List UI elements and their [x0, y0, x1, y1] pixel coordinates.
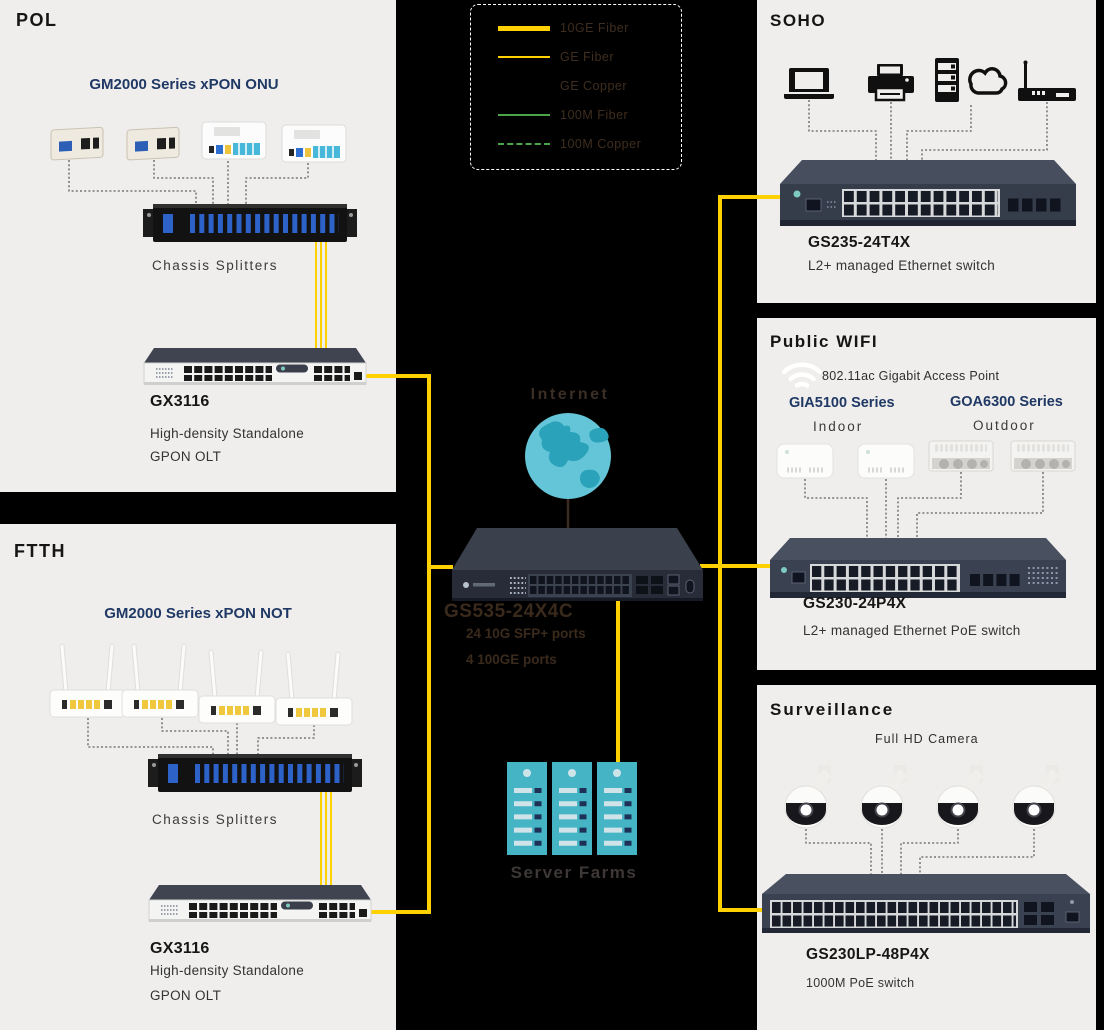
ftth-chassis-splitter-device [148, 754, 362, 792]
surveillance-switch-desc: 1000M PoE switch [806, 976, 915, 990]
ftth-ont-device [49, 643, 127, 718]
ftth-title: FTTH [14, 541, 66, 561]
ftth-gx3116-olt-device [149, 885, 371, 922]
surveillance-switch-model: GS230LP-48P4X [806, 946, 930, 963]
wifi-signal-icon [784, 365, 820, 386]
public-wifi-title: Public WIFI [770, 332, 879, 351]
soho-panel [757, 0, 1096, 303]
wireless-router-icon [1018, 60, 1076, 101]
pol-olt-desc-2: GPON OLT [150, 449, 222, 464]
soho-switch-model: GS235-24T4X [808, 234, 911, 251]
splitter-fiber-lines [315, 242, 332, 891]
wifi-switch-model: GS230-24P4X [803, 595, 907, 612]
soho-gs235-switch-device [780, 160, 1076, 226]
ftth-olt-desc-1: High-density Standalone [150, 963, 304, 978]
core-switch-model: GS535-24X4C [444, 601, 574, 622]
pol-onu-device [126, 126, 180, 161]
pol-onu-device [50, 126, 104, 161]
pol-onu-router-device [201, 121, 267, 160]
wifi-indoor-label: Indoor [813, 419, 864, 434]
wifi-switch-desc: L2+ managed Ethernet PoE switch [803, 623, 1021, 638]
legend-label: GE Copper [560, 79, 628, 93]
pol-chassis-splitter-device [143, 204, 357, 242]
server-tower [507, 762, 547, 855]
pol-splitter-label: Chassis Splitters [152, 258, 279, 273]
pol-series-label: GM2000 Series xPON ONU [89, 76, 279, 93]
legend-line-100m-copper [498, 143, 550, 145]
outdoor-access-point-device [929, 441, 993, 471]
server-tower [552, 762, 592, 855]
ftth-ont-device [121, 643, 199, 718]
legend-box: 10GE Fiber GE Fiber GE Copper 100M Fiber… [470, 4, 682, 170]
surveillance-dotted-connections [805, 829, 1035, 888]
wifi-ap-note: 802.11ac Gigabit Access Point [822, 369, 1000, 383]
wifi-outdoor-label: Outdoor [973, 418, 1036, 433]
ptz-camera-device [936, 764, 984, 829]
legend-line-10ge-fiber [498, 25, 550, 31]
legend-item-ge-copper: GE Copper [498, 75, 627, 97]
ptz-camera-device [860, 764, 908, 829]
indoor-access-point-device [777, 444, 833, 478]
indoor-access-point-device [858, 444, 914, 478]
wifi-indoor-series: GIA5100 Series [789, 395, 895, 411]
legend-label: GE Fiber [560, 50, 615, 64]
legend-label: 10GE Fiber [560, 21, 629, 35]
legend-item-ge-fiber: GE Fiber [498, 46, 614, 68]
wifi-gs230-switch-device [770, 538, 1066, 598]
legend-item-10ge-fiber: 10GE Fiber [498, 17, 629, 39]
pol-onu-router-device [281, 124, 347, 163]
internet-label: Internet [530, 386, 610, 403]
surveillance-title: Surveillance [770, 700, 895, 719]
pol-olt-model: GX3116 [150, 393, 210, 410]
ftth-series-label: GM2000 Series xPON NOT [104, 605, 292, 622]
pol-panel [0, 0, 396, 492]
ftth-olt-desc-2: GPON OLT [150, 988, 222, 1003]
pol-olt-desc-1: High-density Standalone [150, 426, 304, 441]
ftth-ont-device [198, 649, 276, 724]
pol-dotted-connections [68, 160, 309, 212]
soho-switch-desc: L2+ managed Ethernet switch [808, 258, 996, 273]
ftth-olt-model: GX3116 [150, 940, 210, 957]
pol-gx3116-olt-device [144, 348, 366, 385]
outdoor-access-point-device [1011, 441, 1075, 471]
legend-label: 100M Copper [560, 137, 642, 151]
wifi-outdoor-series: GOA6300 Series [950, 394, 1063, 410]
legend-label: 100M Fiber [560, 108, 629, 122]
legend-line-100m-fiber [498, 114, 550, 116]
legend-item-100m-copper: 100M Copper [498, 133, 641, 155]
legend-item-100m-fiber: 100M Fiber [498, 104, 628, 126]
laptop-icon [784, 68, 834, 99]
core-switch-spec-2: 4 100GE ports [466, 652, 557, 667]
server-tower [597, 762, 637, 855]
wifi-dotted-connections [804, 472, 1044, 552]
pol-title: POL [16, 10, 58, 30]
surveillance-gs230lp-switch-device [762, 874, 1090, 933]
core-switch-spec-1: 24 10G SFP+ ports [466, 626, 586, 641]
ptz-camera-device [1012, 764, 1060, 829]
ptz-camera-device [784, 764, 832, 829]
fiber-backbone-lines [364, 195, 783, 914]
internet-globe-icon [525, 413, 611, 499]
server-farms-label: Server Farms [510, 863, 638, 882]
surveillance-camera-label: Full HD Camera [875, 732, 979, 746]
ftth-splitter-label: Chassis Splitters [152, 812, 279, 827]
server-cloud-icon [933, 56, 1008, 104]
printer-icon [866, 62, 916, 102]
core-gs535-switch-device [452, 528, 703, 601]
soho-title: SOHO [770, 11, 827, 30]
legend-line-ge-copper [498, 85, 550, 87]
ftth-ont-device [275, 651, 353, 726]
legend-line-ge-fiber [498, 56, 550, 58]
